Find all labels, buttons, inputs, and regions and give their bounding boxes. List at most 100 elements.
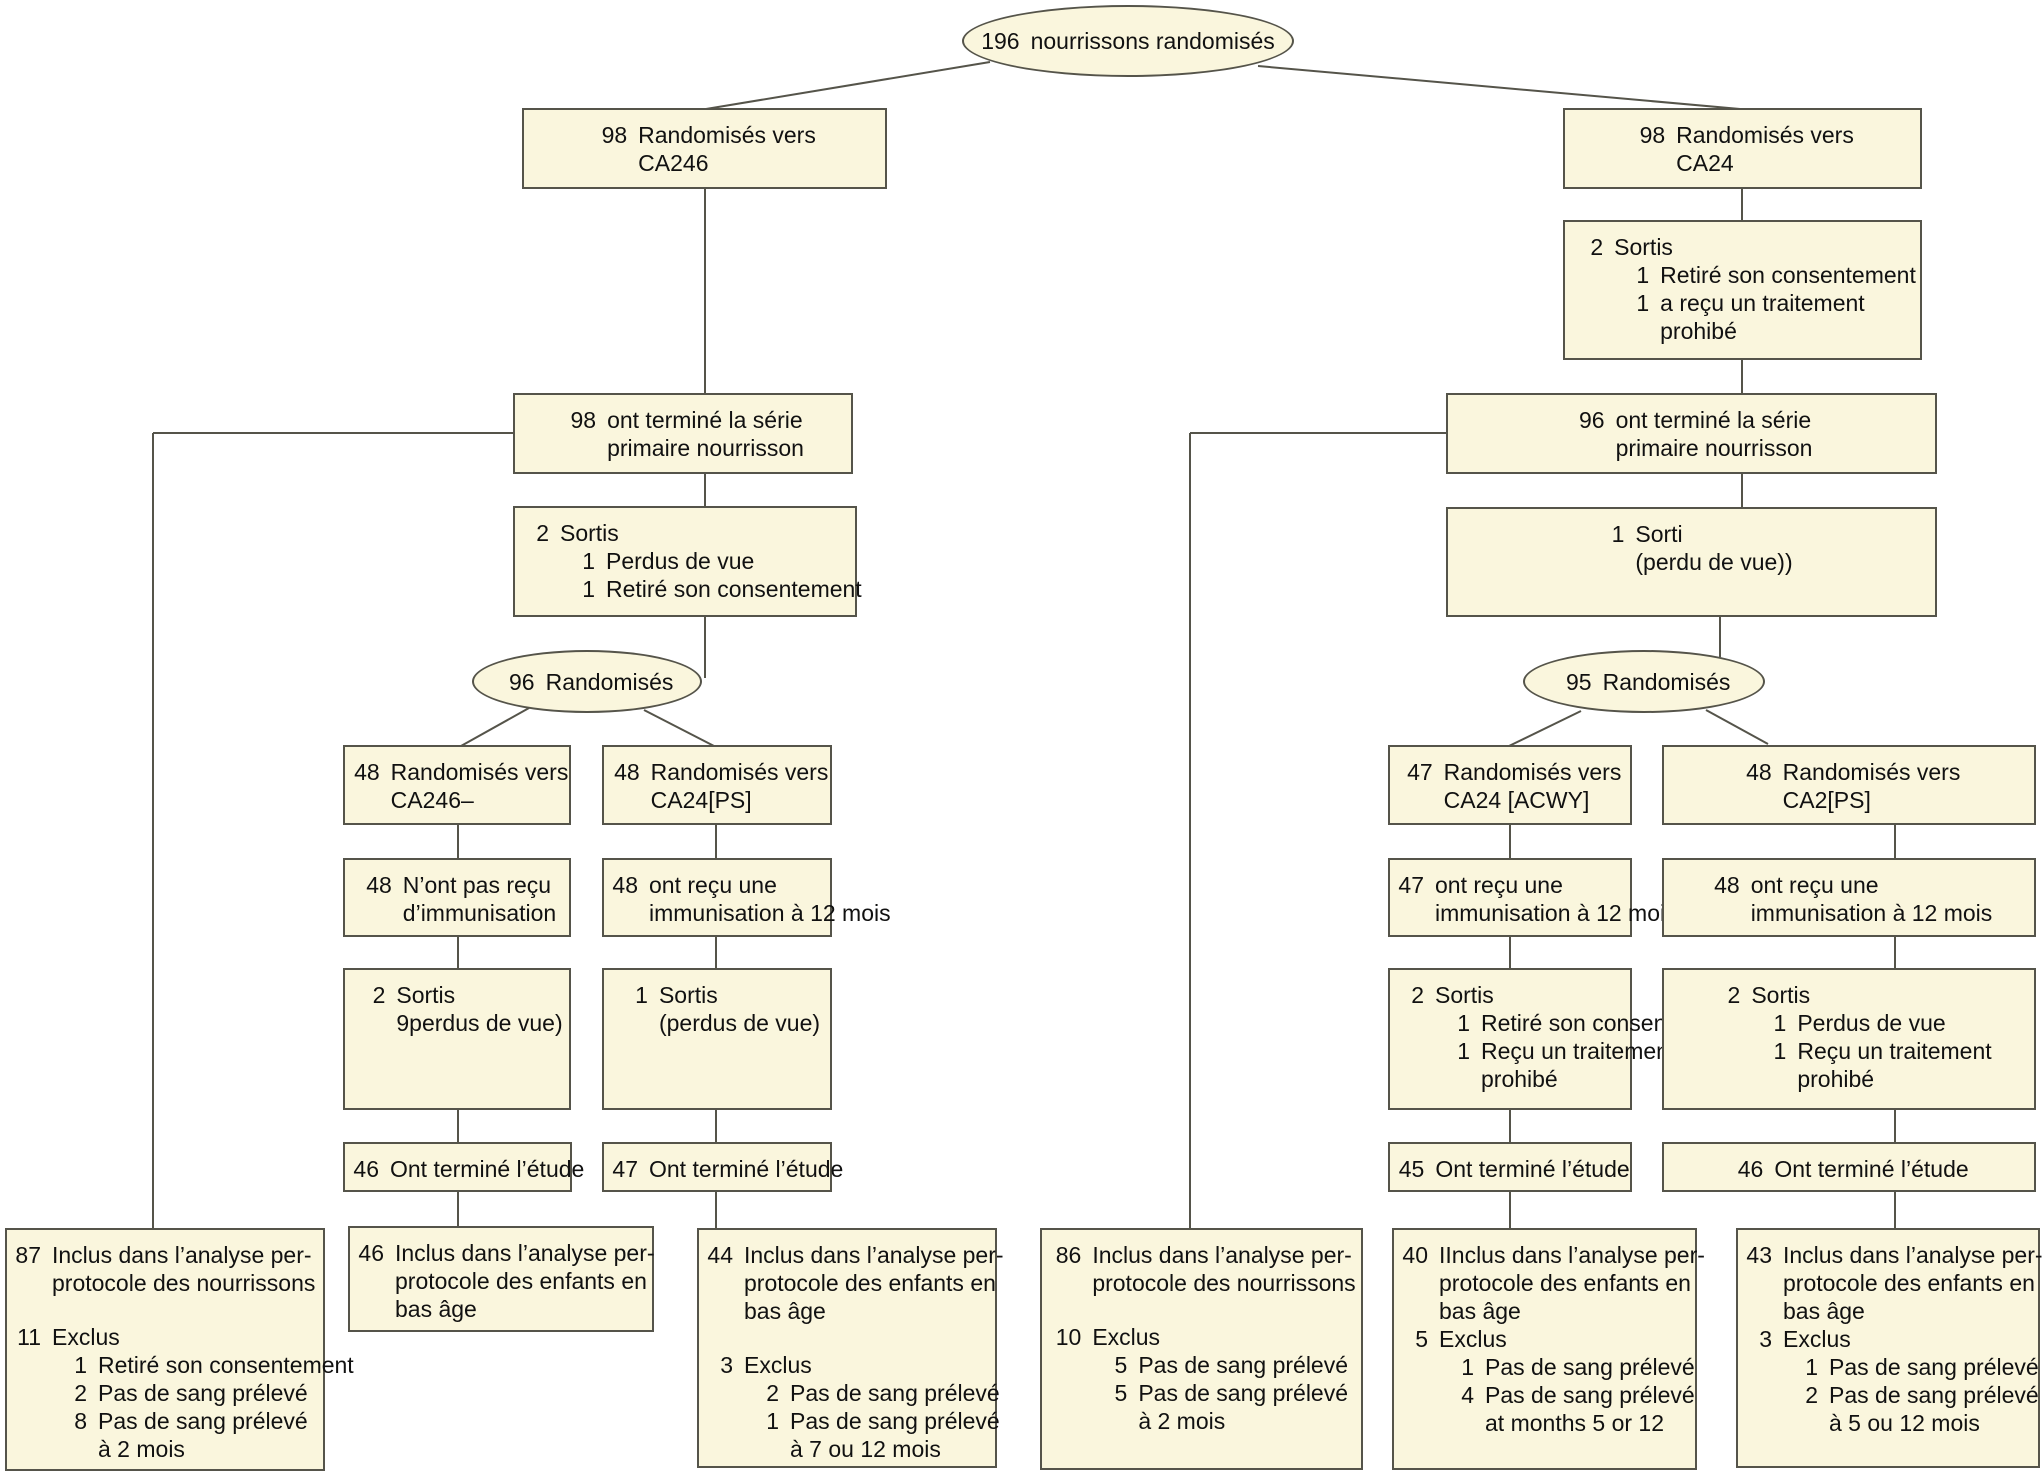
line-label: Sortis xyxy=(658,982,718,1008)
line-label: (perdu de vue)) xyxy=(1635,549,1793,575)
count-value: 46 xyxy=(358,1240,384,1266)
line-label: CA24 xyxy=(1676,150,1734,176)
line-label: ont reçu une xyxy=(1435,872,1563,898)
count-value: 48 xyxy=(1746,759,1772,785)
line-label: Randomisés xyxy=(1602,668,1731,695)
line-label: Retiré son consentement xyxy=(98,1352,354,1378)
line-label: Inclus dans l’analyse per- xyxy=(1783,1242,2042,1268)
count-value: 95 xyxy=(1565,668,1592,695)
line-label: Exclus xyxy=(1783,1326,1851,1352)
flow-line: protocole des enfants en xyxy=(1783,1269,2042,1297)
line-label: Ont terminé l’étude xyxy=(649,1156,844,1182)
flow-line: CA24 xyxy=(1676,149,1854,177)
count-value: 3 xyxy=(1759,1326,1772,1352)
line-label: N’ont pas reçu xyxy=(402,872,552,898)
count-value: 47 xyxy=(1407,759,1433,785)
line-label: protocole des enfants en xyxy=(395,1268,647,1294)
flow-line: immunisation à 12 mois xyxy=(649,899,891,927)
line-label: Randomisés vers xyxy=(1443,759,1622,785)
line-label: ont reçu une xyxy=(649,872,777,898)
count-value: 1 xyxy=(1773,1010,1787,1036)
line-label: Pas de sang prélevé xyxy=(1138,1380,1349,1406)
count-value: 1 xyxy=(635,982,648,1008)
count-value: 1 xyxy=(1636,262,1650,288)
line-label: ont terminé la série xyxy=(607,407,803,433)
line-label: Sortis xyxy=(396,982,456,1008)
count-value: 5 xyxy=(1114,1352,1128,1378)
count-value: 3 xyxy=(720,1352,733,1378)
line-label: ont terminé la série xyxy=(1615,407,1812,433)
count-value: 1 xyxy=(766,1408,779,1434)
line-label: Exclus xyxy=(52,1324,120,1350)
ellipse-95-randomises: 95 Randomisés xyxy=(1523,650,1765,713)
line-label: bas âge xyxy=(395,1296,477,1322)
flow-line: CA246– xyxy=(391,786,569,814)
count-value: 4 xyxy=(1461,1382,1474,1408)
flow-line: bas âge xyxy=(1783,1297,2042,1325)
line-label: immunisation à 12 mois xyxy=(1435,900,1677,926)
connector-line xyxy=(643,709,715,747)
count-value: 1 xyxy=(1457,1010,1470,1036)
flow-line: protocole des nourrissons xyxy=(1092,1269,1355,1297)
line-label: Perdus de vue xyxy=(606,548,755,574)
count-value: 1 xyxy=(582,576,595,602)
flow-line: bas âge xyxy=(395,1295,655,1323)
count-value: 8 xyxy=(74,1408,87,1434)
flow-line: 95 Randomisés xyxy=(1558,668,1731,696)
count-value: 96 xyxy=(508,668,535,695)
line-label: Pas de sang prélevé xyxy=(98,1380,308,1406)
line-spacer xyxy=(699,1325,1004,1351)
count-value: 5 xyxy=(1415,1326,1428,1352)
count-value: 196 xyxy=(981,28,1020,54)
count-value: 2 xyxy=(1727,982,1741,1008)
line-label: primaire nourrisson xyxy=(1615,435,1813,461)
line-label: Sortis xyxy=(1435,982,1494,1008)
flow-line: at months 5 or 12 xyxy=(1485,1409,1705,1437)
line-label: CA24[PS] xyxy=(650,787,752,813)
line-label: CA2[PS] xyxy=(1782,787,1871,813)
line-label: Pas de sang prélevé xyxy=(1485,1354,1695,1380)
line-label: Ont terminé l’étude xyxy=(1435,1156,1630,1182)
flow-line: à 7 ou 12 mois xyxy=(790,1435,1004,1463)
flow-line: (perdus de vue) xyxy=(659,1009,820,1037)
box-1-sortis-ca24ps: 1 Sortis(perdus de vue) xyxy=(602,968,832,1110)
line-label: protocole des enfants en xyxy=(1439,1270,1691,1296)
flow-line: 1 Sortis xyxy=(614,981,820,1009)
